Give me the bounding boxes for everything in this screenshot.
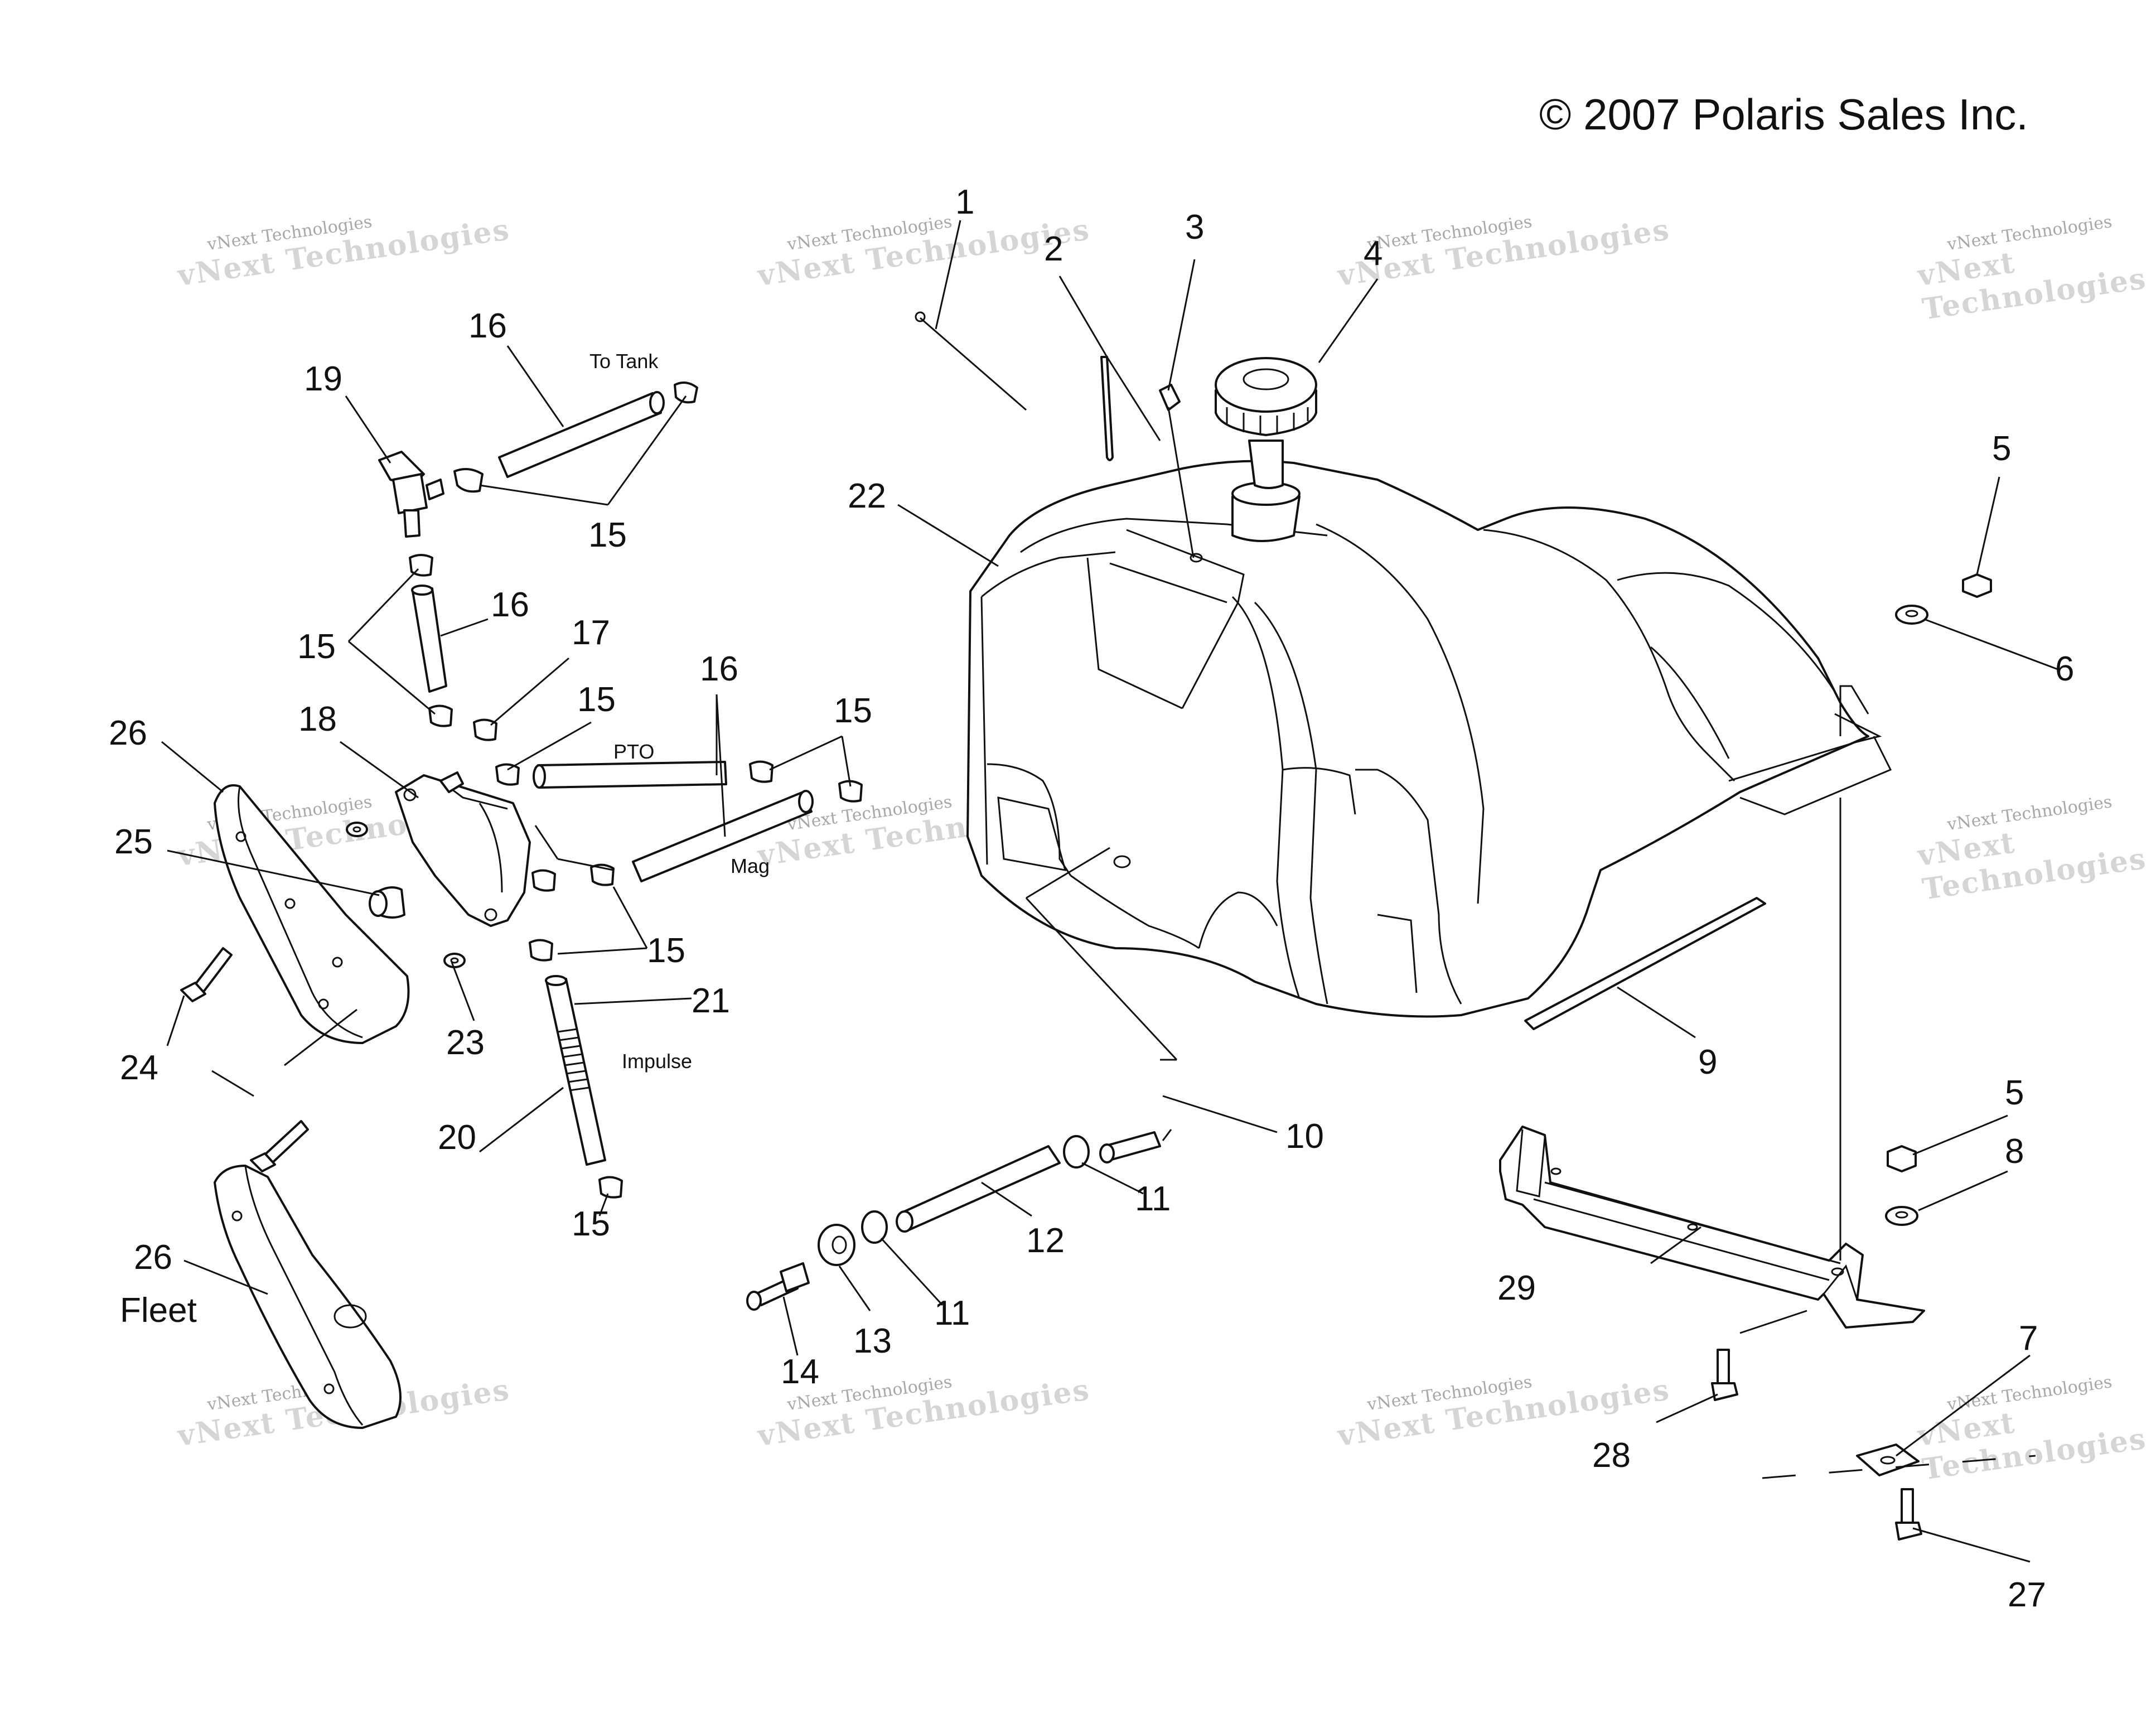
clamp-15-b — [674, 382, 698, 404]
callout-28: 28 — [1592, 1436, 1631, 1475]
leader-lines — [161, 220, 2058, 1563]
callout-3: 3 — [1185, 208, 1204, 247]
callout-11-upper: 11 — [1135, 1180, 1171, 1218]
clamp-15-k — [598, 1176, 623, 1199]
callout-17: 17 — [572, 614, 610, 652]
nut-upper — [1962, 573, 1992, 598]
callout-24: 24 — [120, 1049, 158, 1087]
tank-bracket — [1499, 1126, 1925, 1329]
note-impulse: Impulse — [622, 1050, 692, 1073]
callout-29: 29 — [1497, 1269, 1536, 1307]
callout-9: 9 — [1698, 1043, 1717, 1081]
clamp-15-e — [495, 763, 520, 786]
note-fleet: Fleet — [120, 1291, 197, 1330]
callout-27: 27 — [2008, 1576, 2046, 1614]
vent-hose — [1100, 356, 1114, 461]
shield-26-upper — [214, 784, 410, 1044]
callout-15-a: 15 — [588, 516, 627, 554]
callout-5-upper: 5 — [1992, 429, 2011, 468]
bolt-24-b — [250, 1120, 309, 1172]
callout-26-fleet: 26 — [134, 1238, 172, 1277]
callout-23: 23 — [446, 1023, 485, 1062]
callout-15-f: 15 — [572, 1205, 610, 1243]
callout-21: 21 — [692, 982, 730, 1020]
callout-22: 22 — [848, 477, 886, 515]
bolt-28 — [1711, 1349, 1738, 1401]
hose-16-top — [498, 391, 665, 478]
callout-16-mid: 16 — [491, 586, 529, 624]
hose-16-mag — [632, 790, 814, 882]
callout-6: 6 — [2055, 650, 2074, 688]
callout-10: 10 — [1285, 1117, 1324, 1156]
hose-16-vert — [411, 585, 447, 693]
callout-15-b: 15 — [297, 627, 336, 666]
vent-fitting — [1159, 384, 1181, 411]
note-to-tank: To Tank — [589, 350, 659, 373]
shield-26-fleet — [214, 1165, 402, 1429]
clamp-15-c — [409, 554, 433, 577]
bolt-27 — [1895, 1488, 1922, 1541]
callout-14: 14 — [781, 1353, 819, 1391]
callout-15-d: 15 — [834, 692, 872, 730]
clamp-15-d — [428, 704, 453, 727]
callout-25: 25 — [114, 823, 153, 861]
clamp-15-a — [453, 468, 484, 493]
callout-11-lower: 11 — [934, 1294, 970, 1332]
callout-20: 20 — [438, 1118, 476, 1157]
plug-25 — [369, 886, 405, 919]
callout-16-right: 16 — [700, 650, 738, 688]
washer-23 — [443, 953, 466, 968]
fitting-14 — [746, 1262, 810, 1311]
callout-7: 7 — [2019, 1319, 2038, 1358]
callout-labels: 1 2 3 4 5 6 22 9 5 8 10 11 12 11 13 14 2… — [109, 183, 2074, 1614]
hose-16-pto — [533, 761, 727, 789]
callout-5-lower: 5 — [2005, 1074, 2024, 1112]
callout-12: 12 — [1026, 1221, 1065, 1260]
callout-13: 13 — [853, 1322, 892, 1360]
callout-1: 1 — [955, 183, 974, 221]
callout-16-top: 16 — [468, 307, 507, 345]
clamp-15-i — [590, 863, 615, 886]
washer-upper — [1895, 605, 1928, 625]
fuel-fitting-10 — [1099, 1131, 1161, 1163]
callout-8: 8 — [2005, 1132, 2024, 1171]
shutoff-valve-19 — [378, 451, 444, 538]
note-mag: Mag — [731, 854, 770, 877]
callout-15-e: 15 — [647, 931, 685, 970]
vent-tie-strap — [915, 311, 1027, 411]
nut-lower — [1887, 1145, 1917, 1172]
hose-clamp-11a — [1063, 1135, 1090, 1169]
spacer-7 — [1856, 1443, 1920, 1476]
callout-18: 18 — [298, 700, 337, 738]
washer-lower — [1885, 1206, 1918, 1226]
fuel-hose-12 — [896, 1145, 1061, 1233]
hose-clamp-11b — [861, 1210, 888, 1244]
copyright-notice: © 2007 Polaris Sales Inc. — [1539, 90, 2028, 139]
callout-26-upper: 26 — [109, 714, 147, 752]
impulse-hose-20 — [545, 975, 606, 1166]
tank-pad — [1524, 897, 1766, 1030]
clamp-15-j — [529, 939, 553, 962]
clamp-15-g — [838, 780, 863, 803]
washer-18 — [346, 822, 368, 837]
fuel-cap — [1215, 357, 1317, 489]
fuel-tank — [966, 460, 1892, 1018]
callout-2: 2 — [1044, 230, 1063, 268]
callout-4: 4 — [1364, 234, 1382, 273]
grommet-13 — [818, 1224, 855, 1266]
clamp-15-f — [749, 760, 774, 783]
callout-19: 19 — [304, 360, 342, 398]
note-pto: PTO — [613, 740, 654, 763]
clamp-15-h — [531, 869, 556, 892]
callout-15-c: 15 — [577, 680, 616, 719]
bolt-24-a — [180, 947, 233, 1002]
